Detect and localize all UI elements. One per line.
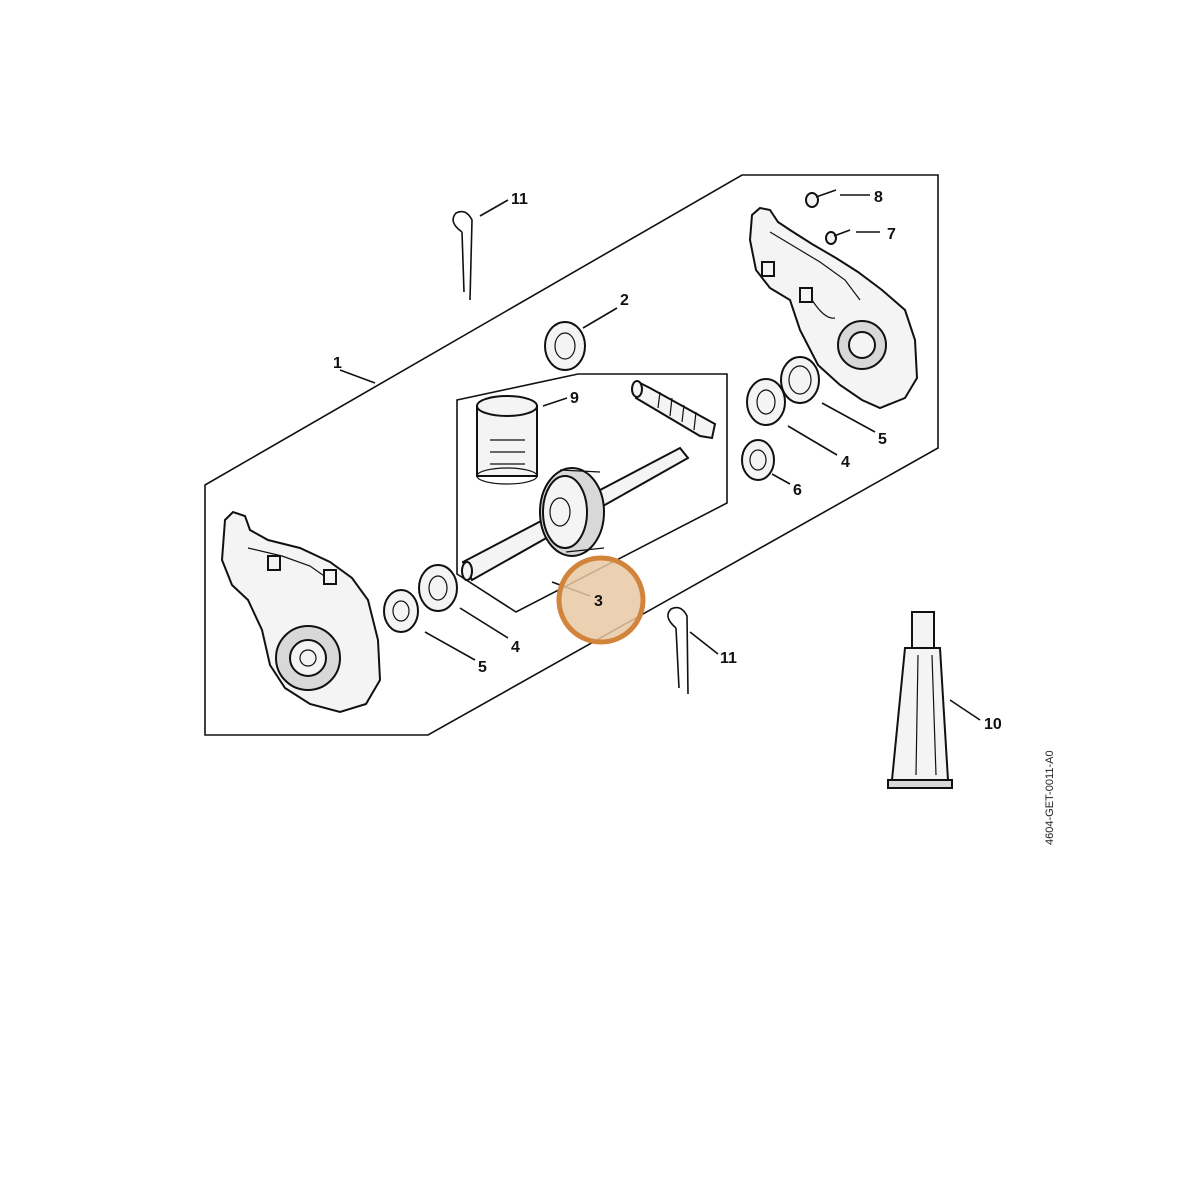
selected-part-highlight[interactable]	[556, 555, 646, 645]
leader-5-left	[424, 631, 476, 661]
drawing-code: 4604-GET-0011-A0	[1044, 750, 1056, 845]
screw-8	[805, 189, 837, 208]
callout-5-right[interactable]: 5	[878, 431, 887, 448]
callout-8[interactable]: 8	[874, 189, 883, 206]
callout-7[interactable]: 7	[887, 226, 896, 243]
bearing-4-left	[418, 564, 458, 612]
leader-6	[771, 473, 791, 485]
callout-1[interactable]: 1	[333, 355, 342, 372]
spring-pin-top	[452, 210, 473, 301]
leader-2	[582, 307, 618, 329]
callout-10[interactable]: 10	[984, 716, 1002, 733]
leader-9	[542, 397, 568, 407]
spring-pin-bottom	[667, 606, 689, 695]
leader-5-right	[821, 402, 876, 433]
bearing-6	[741, 439, 775, 481]
callout-4-left[interactable]: 4	[511, 639, 520, 656]
callout-9[interactable]: 9	[570, 390, 579, 407]
callout-6[interactable]: 6	[793, 482, 802, 499]
callout-11-top[interactable]: 11	[511, 191, 528, 208]
worm-shaft	[631, 380, 717, 440]
leader-10	[949, 699, 981, 721]
screw-7	[825, 229, 851, 245]
grease-tube	[887, 611, 953, 789]
shaft-kit-frame	[456, 373, 728, 613]
grease-can	[476, 395, 538, 485]
bearing-2	[544, 321, 586, 371]
bearing-4-right	[746, 378, 786, 426]
callout-5-left[interactable]: 5	[478, 659, 487, 676]
leader-11-bottom	[689, 631, 719, 655]
leader-4-left	[459, 607, 509, 639]
leader-1	[339, 369, 376, 384]
callout-4-right[interactable]: 4	[841, 454, 850, 471]
ring-5-right	[780, 356, 820, 404]
gear-shaft	[461, 446, 690, 582]
assembly-frame	[204, 174, 939, 736]
right-housing	[748, 206, 919, 410]
leader-4-right	[787, 425, 838, 456]
left-housing	[220, 510, 382, 714]
callout-2[interactable]: 2	[620, 292, 629, 309]
leader-11-top	[479, 199, 509, 217]
callout-3[interactable]: 3	[594, 593, 603, 610]
callout-11-bottom[interactable]: 11	[720, 650, 737, 667]
ring-5-left	[383, 589, 419, 633]
